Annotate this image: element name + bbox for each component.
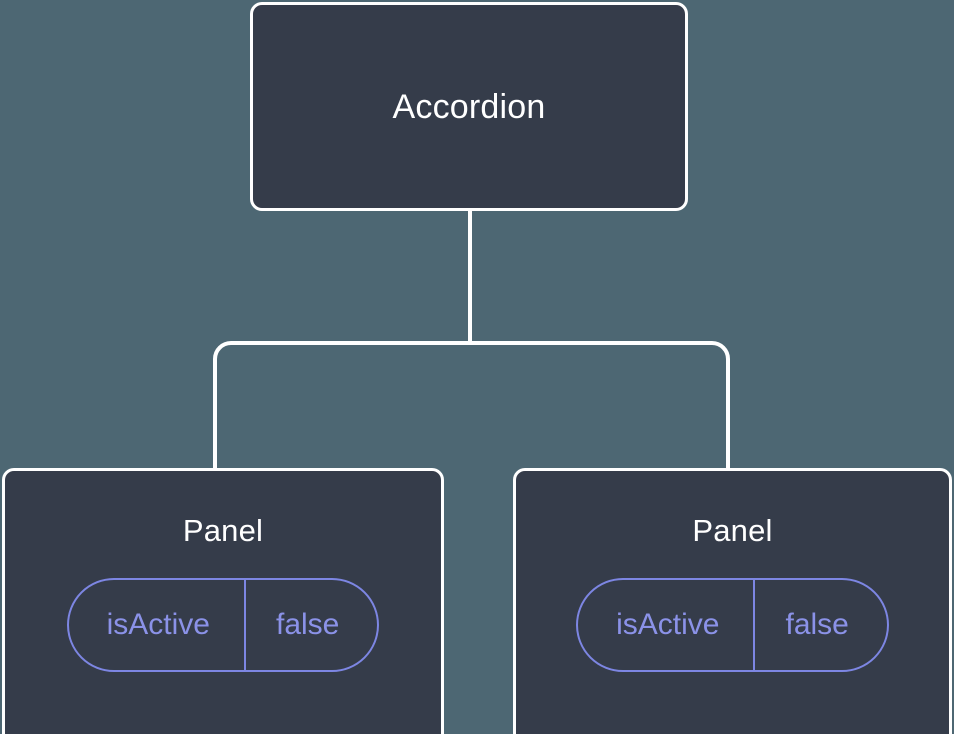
edge-root-to-panel-right (470, 341, 730, 470)
prop-key-isactive: isActive (106, 608, 210, 641)
node-panel-2-label: Panel (692, 513, 773, 548)
prop-pill-panel-1[interactable]: isActive false (66, 578, 380, 672)
node-panel-1[interactable]: Panel isActive false (2, 468, 444, 734)
node-panel-2[interactable]: Panel isActive false (513, 468, 952, 734)
prop-pill-panel-2[interactable]: isActive false (576, 578, 889, 672)
prop-value-isactive: false (753, 580, 886, 670)
prop-value-isactive: false (243, 580, 377, 670)
node-accordion-label: Accordion (392, 87, 546, 126)
prop-key-isactive: isActive (616, 608, 720, 641)
edge-root-to-panel-left (213, 341, 470, 470)
node-panel-1-label: Panel (182, 513, 264, 548)
node-accordion[interactable]: Accordion (250, 2, 688, 211)
